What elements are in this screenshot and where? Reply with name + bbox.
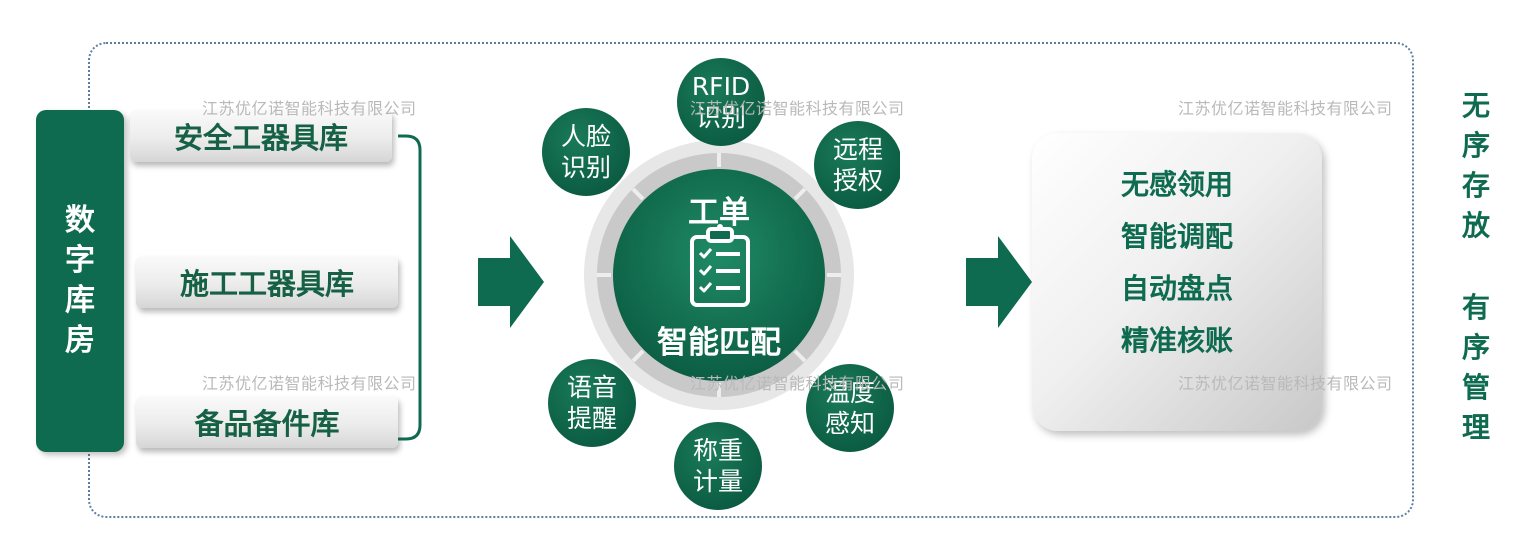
clipboard-checklist-icon (690, 224, 750, 307)
node-rfid (677, 58, 765, 146)
library-box-spare-parts: 备品备件库 (136, 396, 398, 448)
digital-warehouse-panel: 数字库房 (36, 110, 124, 452)
digital-warehouse-label: 数字库房 (65, 203, 95, 358)
library-box-safety-tools: 安全工器具库 (130, 110, 392, 162)
hub-top-label: 工单 (688, 195, 750, 231)
node-temperature (806, 364, 894, 452)
flow-arrow-right (478, 236, 544, 328)
side-label-ordered: 有序管理 (1461, 291, 1490, 444)
result-item: 精准核账 (1120, 324, 1233, 357)
node-label-weighing: 称重 计量 (692, 436, 743, 496)
grouping-bracket (398, 134, 422, 441)
node-remote-auth (814, 121, 900, 209)
node-label-face: 人脸 识别 (560, 122, 611, 182)
result-item: 智能调配 (1120, 220, 1233, 253)
hub-bottom-label: 智能匹配 (657, 325, 781, 361)
node-label-voice: 语音 提醒 (566, 373, 617, 433)
center-circle (613, 169, 825, 381)
node-label-rfid: RFID 识别 (691, 72, 751, 132)
library-box-construction-tools: 施工工器具库 (136, 256, 398, 308)
node-voice (548, 359, 636, 447)
flow-arrow-right (966, 236, 1032, 328)
node-label-temperature: 温度 感知 (824, 378, 875, 438)
results-panel: 无感领用 智能调配 自动盘点 精准核账 (1032, 133, 1322, 431)
node-face (542, 108, 630, 196)
result-item: 无感领用 (1120, 168, 1233, 201)
node-label-remote-auth: 远程 授权 (832, 135, 883, 195)
smart-matching-hub (542, 58, 900, 510)
result-item: 自动盘点 (1120, 272, 1233, 305)
side-label-disordered: 无序存放 (1461, 89, 1490, 242)
node-weighing (674, 422, 762, 510)
